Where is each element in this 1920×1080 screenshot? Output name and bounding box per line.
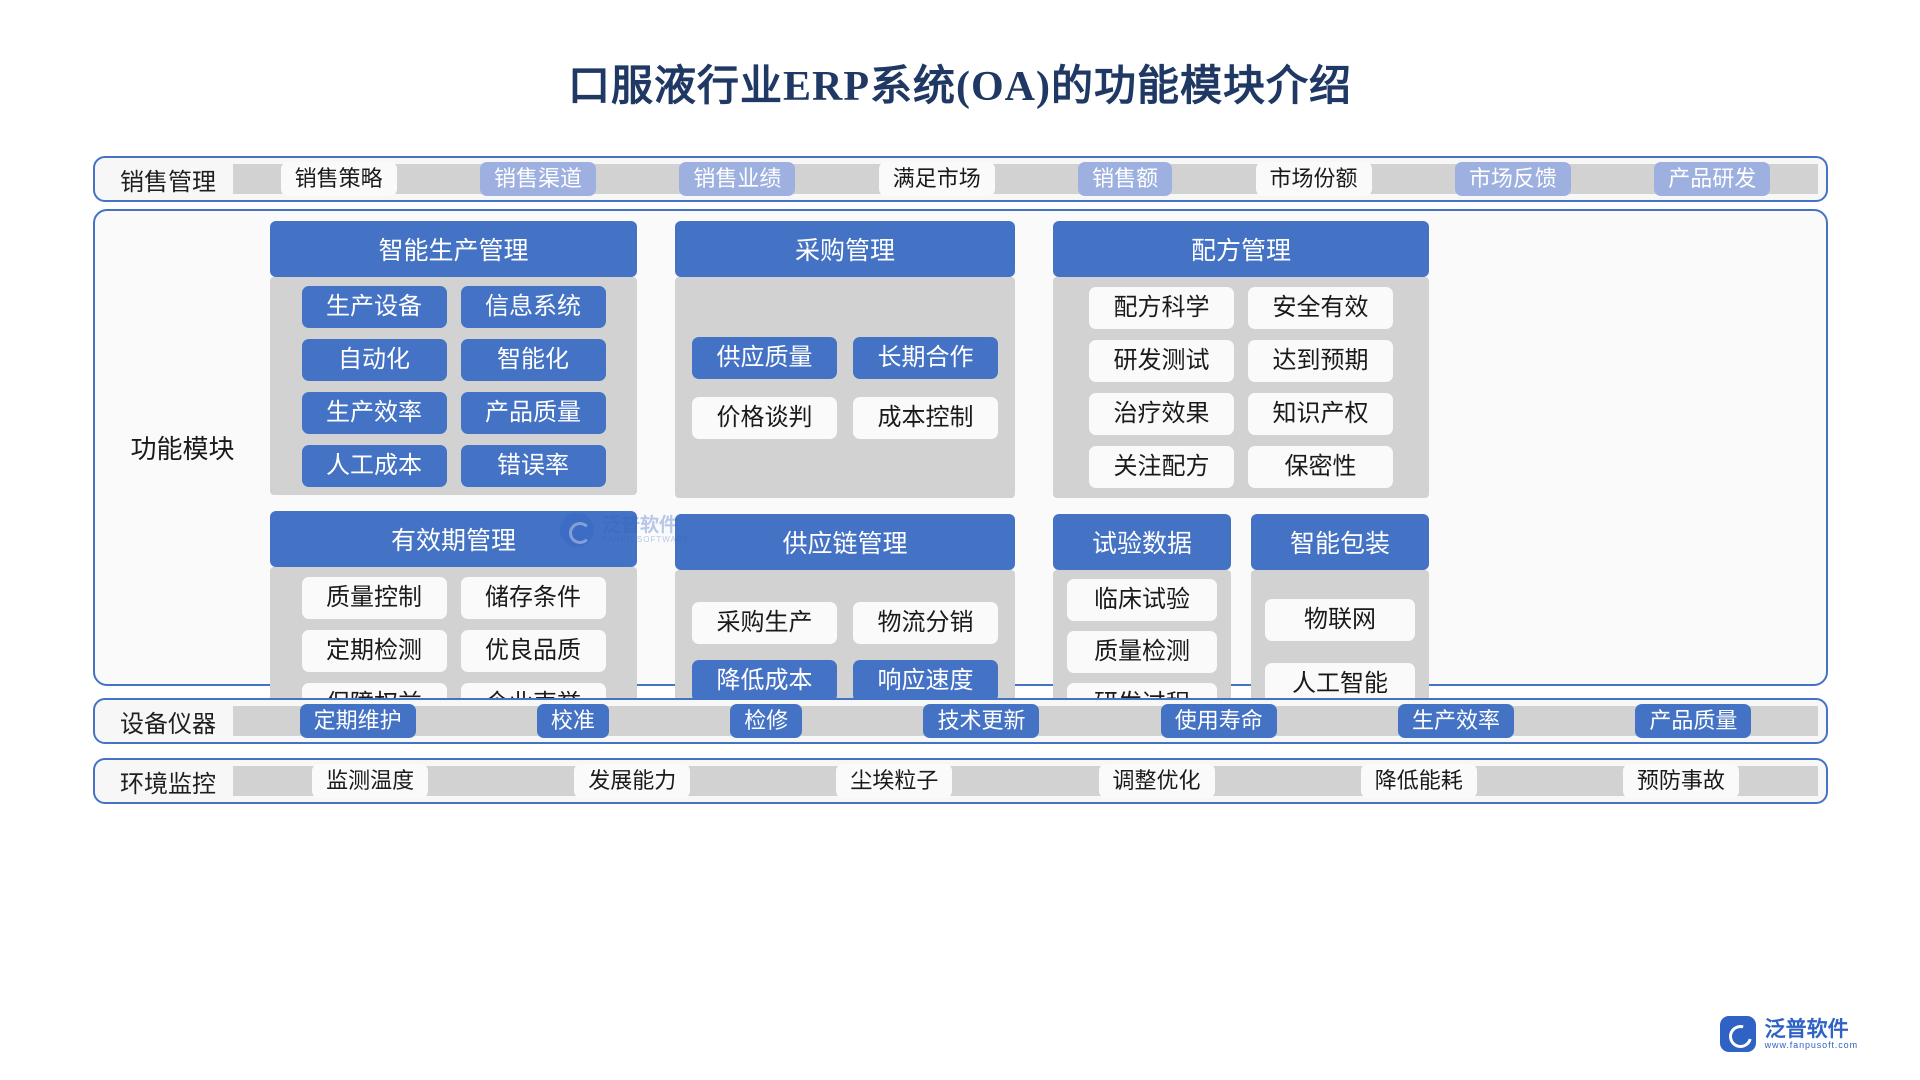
expiry-chip-1[interactable]: 质量控制 — [301, 577, 447, 619]
test-data-chip-2[interactable]: 质量检测 — [1067, 631, 1217, 673]
expiry-chip-4[interactable]: 优良品质 — [460, 630, 606, 672]
brand-name-cn: 泛普软件 — [1764, 1017, 1849, 1041]
environment-chip-4[interactable]: 调整优化 — [1098, 764, 1215, 798]
equipment-row-chips: 定期维护 校准 检修 技术更新 使用寿命 生产效率 产品质量 — [233, 704, 1818, 738]
environment-chip-6[interactable]: 预防事故 — [1622, 764, 1739, 798]
footer-logo: 泛普软件 www.fanpusoft.com — [1719, 1016, 1858, 1052]
panel-formula-header: 配方管理 — [1053, 221, 1429, 277]
equipment-row: 设备仪器 定期维护 校准 检修 技术更新 使用寿命 生产效率 产品质量 — [93, 698, 1828, 744]
sales-chip-2[interactable]: 销售渠道 — [480, 162, 597, 196]
sales-chip-6[interactable]: 市场份额 — [1255, 162, 1372, 196]
column-formula: 配方管理 配方科学安全有效研发测试达到预期治疗效果知识产权关注配方保密性 试验数… — [1053, 221, 1429, 734]
equipment-row-label: 设备仪器 — [120, 711, 216, 738]
production-chip-6[interactable]: 产品质量 — [460, 391, 606, 434]
equipment-chip-7[interactable]: 产品质量 — [1635, 704, 1752, 738]
expiry-chip-3[interactable]: 定期检测 — [301, 630, 447, 672]
panel-test-data-header: 试验数据 — [1053, 514, 1231, 570]
sales-row-chips: 销售策略 销售渠道 销售业绩 满足市场 销售额 市场份额 市场反馈 产品研发 — [233, 162, 1818, 196]
production-chip-4[interactable]: 智能化 — [460, 338, 606, 381]
column-purchasing: 采购管理 供应质量长期合作价格谈判成本控制 供应链管理 采购生产物流分销降低成本… — [675, 221, 1015, 734]
function-modules-label: 功能模块 — [130, 435, 235, 464]
formula-chip-5[interactable]: 治疗效果 — [1089, 393, 1234, 435]
panel-production-chips: 生产设备信息系统自动化智能化生产效率产品质量人工成本错误率 — [270, 277, 637, 495]
purchasing-chip-2[interactable]: 长期合作 — [853, 336, 998, 379]
sales-chip-1[interactable]: 销售策略 — [280, 162, 397, 196]
formula-chip-3[interactable]: 研发测试 — [1089, 340, 1234, 382]
equipment-chip-2[interactable]: 校准 — [536, 704, 609, 738]
footer-logo-text: 泛普软件 www.fanpusoft.com — [1765, 1018, 1858, 1051]
brand-logo-icon — [1719, 1016, 1756, 1052]
purchasing-chip-4[interactable]: 成本控制 — [853, 396, 998, 439]
equipment-chip-3[interactable]: 检修 — [730, 704, 803, 738]
environment-row-label: 环境监控 — [120, 771, 216, 798]
supply-chain-chip-4[interactable]: 响应速度 — [853, 660, 998, 702]
formula-chip-7[interactable]: 关注配方 — [1089, 446, 1234, 488]
formula-chip-6[interactable]: 知识产权 — [1248, 393, 1393, 435]
panel-production: 智能生产管理 生产设备信息系统自动化智能化生产效率产品质量人工成本错误率 — [270, 221, 637, 495]
environment-row: 环境监控 监测温度 发展能力 尘埃粒子 调整优化 降低能耗 预防事故 — [93, 758, 1828, 804]
smart-packaging-chip-1[interactable]: 物联网 — [1265, 599, 1415, 641]
formula-chip-2[interactable]: 安全有效 — [1248, 287, 1393, 329]
panel-formula: 配方管理 配方科学安全有效研发测试达到预期治疗效果知识产权关注配方保密性 — [1053, 221, 1429, 498]
panel-expiry-header: 有效期管理 — [270, 511, 637, 567]
function-modules-container: 功能模块 智能生产管理 生产设备信息系统自动化智能化生产效率产品质量人工成本错误… — [93, 209, 1828, 735]
panel-smart-packaging-header: 智能包装 — [1251, 514, 1429, 570]
production-chip-1[interactable]: 生产设备 — [301, 285, 447, 328]
equipment-chip-5[interactable]: 使用寿命 — [1160, 704, 1277, 738]
panel-purchasing-chips: 供应质量长期合作价格谈判成本控制 — [675, 277, 1015, 498]
environment-chip-5[interactable]: 降低能耗 — [1360, 764, 1477, 798]
production-chip-8[interactable]: 错误率 — [460, 444, 606, 487]
equipment-chip-4[interactable]: 技术更新 — [923, 704, 1040, 738]
formula-chip-1[interactable]: 配方科学 — [1089, 287, 1234, 329]
environment-chip-1[interactable]: 监测温度 — [312, 764, 429, 798]
purchasing-chip-1[interactable]: 供应质量 — [692, 336, 837, 379]
column-production: 智能生产管理 生产设备信息系统自动化智能化生产效率产品质量人工成本错误率 有效期… — [270, 221, 637, 735]
panel-purchasing-header: 采购管理 — [675, 221, 1015, 277]
environment-chip-3[interactable]: 尘埃粒子 — [836, 764, 953, 798]
environment-chip-2[interactable]: 发展能力 — [574, 764, 691, 798]
expiry-chip-2[interactable]: 储存条件 — [460, 577, 606, 619]
supply-chain-chip-2[interactable]: 物流分销 — [853, 602, 998, 644]
production-chip-7[interactable]: 人工成本 — [301, 444, 447, 487]
sales-management-row: 销售管理 销售策略 销售渠道 销售业绩 满足市场 销售额 市场份额 市场反馈 产品研发 — [93, 156, 1828, 202]
page-title: 口服液行业ERP系统(OA)的功能模块介绍 — [568, 64, 1352, 110]
test-data-chip-1[interactable]: 临床试验 — [1067, 579, 1217, 621]
production-chip-3[interactable]: 自动化 — [301, 338, 447, 381]
sales-chip-5[interactable]: 销售额 — [1078, 162, 1173, 196]
function-modules-columns: 智能生产管理 生产设备信息系统自动化智能化生产效率产品质量人工成本错误率 有效期… — [270, 211, 1826, 735]
panel-production-header: 智能生产管理 — [270, 221, 637, 277]
equipment-chip-1[interactable]: 定期维护 — [299, 704, 416, 738]
panel-formula-chips: 配方科学安全有效研发测试达到预期治疗效果知识产权关注配方保密性 — [1053, 277, 1429, 498]
equipment-chip-6[interactable]: 生产效率 — [1398, 704, 1515, 738]
sales-chip-8[interactable]: 产品研发 — [1654, 162, 1771, 196]
sales-chip-3[interactable]: 销售业绩 — [679, 162, 796, 196]
formula-chip-8[interactable]: 保密性 — [1248, 446, 1393, 488]
supply-chain-chip-1[interactable]: 采购生产 — [692, 602, 837, 644]
formula-chip-4[interactable]: 达到预期 — [1248, 340, 1393, 382]
brand-url: www.fanpusoft.com — [1764, 1039, 1858, 1050]
production-chip-2[interactable]: 信息系统 — [460, 285, 606, 328]
sales-chip-7[interactable]: 市场反馈 — [1454, 162, 1571, 196]
sales-chip-4[interactable]: 满足市场 — [878, 162, 995, 196]
purchasing-chip-3[interactable]: 价格谈判 — [692, 396, 837, 439]
sales-row-label: 销售管理 — [120, 169, 216, 196]
panel-purchasing: 采购管理 供应质量长期合作价格谈判成本控制 — [675, 221, 1015, 498]
production-chip-5[interactable]: 生产效率 — [301, 391, 447, 434]
environment-row-chips: 监测温度 发展能力 尘埃粒子 调整优化 降低能耗 预防事故 — [233, 764, 1818, 798]
supply-chain-chip-3[interactable]: 降低成本 — [692, 660, 837, 702]
panel-supply-chain-header: 供应链管理 — [675, 514, 1015, 570]
